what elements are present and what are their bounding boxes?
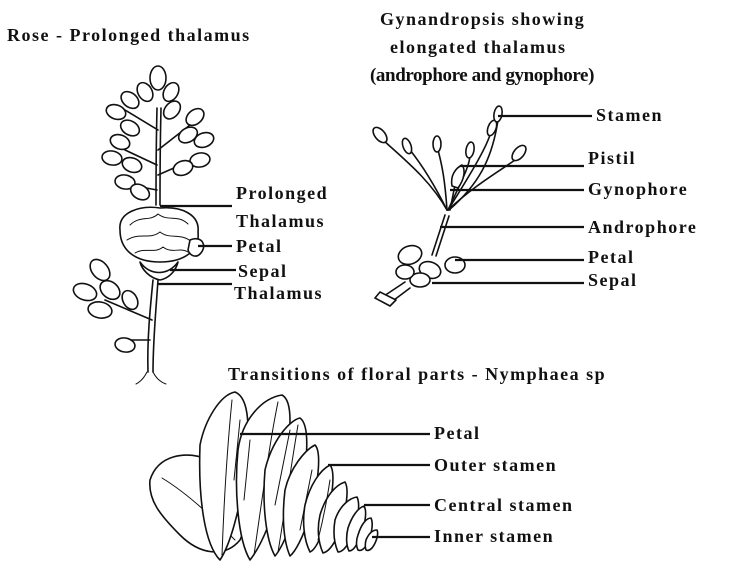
label-inner-stamen: Inner stamen [434, 527, 554, 545]
label-gyn-sepal: Sepal [588, 271, 638, 289]
label-gyn-petal: Petal [588, 248, 634, 266]
rose-drawing [71, 66, 216, 384]
label-rose-petal: Petal [236, 237, 282, 255]
gynandropsis-title-line3: (androphore and gynophore) [370, 66, 594, 85]
label-rose-sepal: Sepal [238, 262, 288, 280]
nymphaea-title: Transitions of floral parts - Nymphaea s… [228, 365, 606, 383]
label-stamen: Stamen [596, 106, 663, 124]
label-central-stamen: Central stamen [434, 496, 573, 514]
label-prolonged-thalamus: Thalamus [236, 212, 325, 230]
rose-title: Rose - Prolonged thalamus [7, 26, 251, 44]
gynandropsis-drawing [370, 105, 528, 306]
label-pistil: Pistil [588, 149, 636, 167]
label-nym-petal: Petal [434, 424, 480, 442]
label-rose-thalamus: Thalamus [234, 284, 323, 302]
label-androphore: Androphore [588, 218, 697, 236]
label-outer-stamen: Outer stamen [434, 456, 557, 474]
nymphaea-drawing [150, 392, 378, 560]
label-gynophore: Gynophore [588, 180, 688, 198]
label-prolonged: Prolonged [236, 184, 328, 202]
gynandropsis-title-line2: elongated thalamus [390, 38, 567, 56]
gynandropsis-title-line1: Gynandropsis showing [380, 10, 585, 28]
